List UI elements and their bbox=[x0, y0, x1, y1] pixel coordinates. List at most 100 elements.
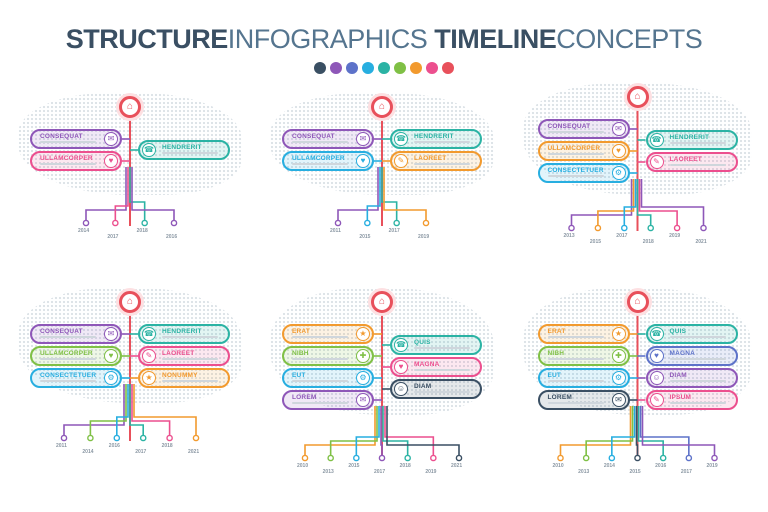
item-placeholder-text bbox=[40, 163, 96, 165]
year-branch bbox=[131, 384, 171, 435]
item-placeholder-text bbox=[669, 336, 726, 338]
year-node bbox=[192, 434, 200, 442]
year-branch bbox=[380, 406, 383, 455]
timeline-item-erat: ★ERAT bbox=[282, 324, 374, 344]
item-label: ULLAMCORPER bbox=[292, 155, 345, 162]
item-label: ULLAMCORPER bbox=[40, 350, 93, 357]
item-icon: ⚙ bbox=[611, 166, 626, 180]
year-node bbox=[353, 454, 360, 462]
item-icon: ☎ bbox=[649, 327, 664, 341]
year-label: 2015 bbox=[629, 469, 641, 475]
item-label: LAOREET bbox=[162, 350, 195, 357]
year-branch bbox=[116, 384, 129, 435]
timeline-item-laoreet: ✎LAOREET bbox=[645, 152, 738, 172]
item-icon: ✎ bbox=[394, 154, 408, 168]
item-label: CONSEQUAT bbox=[40, 328, 83, 335]
item-label: LAOREET bbox=[414, 155, 447, 162]
timeline-item-consequat: ✉CONSEQUAT bbox=[30, 129, 122, 149]
timeline-item-quis: ☎ QUIS bbox=[390, 335, 482, 355]
year-label: 2019 bbox=[669, 233, 681, 239]
year-branch bbox=[570, 179, 633, 225]
palette-dot bbox=[346, 62, 358, 74]
item-label: EUT bbox=[292, 372, 306, 379]
item-placeholder-text bbox=[40, 336, 96, 338]
year-label: 2021 bbox=[188, 449, 200, 455]
item-label: QUIS bbox=[414, 339, 431, 346]
timeline-lines bbox=[334, 117, 430, 227]
year-node bbox=[634, 454, 641, 462]
year-branch bbox=[383, 167, 427, 220]
item-icon: ✉ bbox=[104, 132, 118, 146]
item-placeholder-text bbox=[292, 402, 348, 404]
year-node bbox=[673, 224, 681, 232]
item-label: CONSECTETUER bbox=[547, 167, 604, 174]
item-placeholder-text bbox=[414, 163, 470, 165]
year-label: 2015 bbox=[589, 239, 602, 245]
year-branch bbox=[559, 406, 632, 455]
item-icon: ✉ bbox=[356, 132, 370, 146]
item-label: QUIS bbox=[669, 328, 687, 335]
item-icon: ♥ bbox=[611, 144, 626, 158]
item-label: ERAT bbox=[292, 328, 311, 335]
title-structure: STRUCTURE bbox=[65, 24, 229, 54]
year-branch bbox=[133, 384, 197, 435]
item-label: ULLAMCORPER bbox=[547, 145, 601, 152]
year-label: 2019 bbox=[425, 469, 437, 475]
item-icon: ⚙ bbox=[104, 371, 118, 385]
timeline-item-lorem: ✉LOREM bbox=[537, 390, 630, 410]
timeline-item-consectetuer: ⚙ CONSECTETUER bbox=[537, 163, 630, 183]
item-placeholder-text bbox=[669, 142, 726, 144]
item-icon: ☺ bbox=[394, 382, 408, 396]
item-icon: ★ bbox=[611, 327, 626, 341]
item-icon: ✚ bbox=[611, 349, 626, 363]
item-icon: ☎ bbox=[142, 143, 156, 157]
item-label: ERAT bbox=[547, 328, 566, 335]
item-placeholder-text bbox=[40, 358, 96, 360]
year-label: 2013 bbox=[578, 469, 590, 475]
item-placeholder-text bbox=[292, 358, 348, 360]
timeline-item-quis: ☎ QUIS bbox=[645, 324, 738, 344]
item-placeholder-text bbox=[414, 141, 470, 143]
year-node bbox=[659, 454, 667, 462]
palette-dot bbox=[442, 62, 454, 74]
year-branch bbox=[638, 179, 678, 225]
year-label: 2018 bbox=[642, 239, 654, 245]
timeline-item-laoreet: ✎LAOREET bbox=[138, 346, 230, 366]
item-icon: ☎ bbox=[142, 327, 156, 341]
year-node bbox=[334, 219, 342, 227]
item-icon: ☺ bbox=[649, 371, 664, 385]
item-placeholder-text bbox=[162, 152, 218, 154]
year-label: 2015 bbox=[359, 234, 371, 240]
timeline-item-diam: ☺DIAM bbox=[390, 379, 482, 399]
item-label: HENDRERIT bbox=[414, 133, 454, 140]
item-icon: ♥ bbox=[649, 349, 664, 363]
year-node bbox=[422, 219, 430, 227]
item-placeholder-text bbox=[292, 380, 348, 382]
timeline-item-eut: ⚙EUT bbox=[537, 368, 630, 388]
year-node bbox=[378, 454, 386, 462]
palette-dot bbox=[410, 62, 422, 74]
timeline-item-nibh: ✚ NIBH bbox=[537, 346, 630, 366]
year-node bbox=[608, 454, 616, 462]
palette-dot bbox=[394, 62, 406, 74]
year-node bbox=[364, 219, 371, 227]
item-placeholder-text bbox=[162, 336, 218, 338]
year-label: 2019 bbox=[418, 234, 430, 240]
item-icon: ☎ bbox=[394, 338, 408, 352]
timeline-item-nibh: ✚NIBH bbox=[282, 346, 374, 366]
item-label: LAOREET bbox=[669, 156, 702, 163]
item-label: NIBH bbox=[547, 350, 565, 357]
timeline-item-hendrerit: ☎HENDRERIT bbox=[138, 140, 230, 160]
timeline-lines bbox=[82, 117, 178, 227]
year-branch bbox=[114, 167, 129, 220]
palette-dot bbox=[314, 62, 326, 74]
timeline-item-consequat: ✉CONSEQUAT bbox=[30, 324, 122, 344]
year-node bbox=[301, 454, 309, 462]
item-placeholder-text bbox=[669, 380, 726, 382]
item-icon: ♥ bbox=[104, 349, 118, 363]
item-placeholder-text bbox=[292, 163, 348, 165]
item-placeholder-text bbox=[547, 153, 604, 155]
